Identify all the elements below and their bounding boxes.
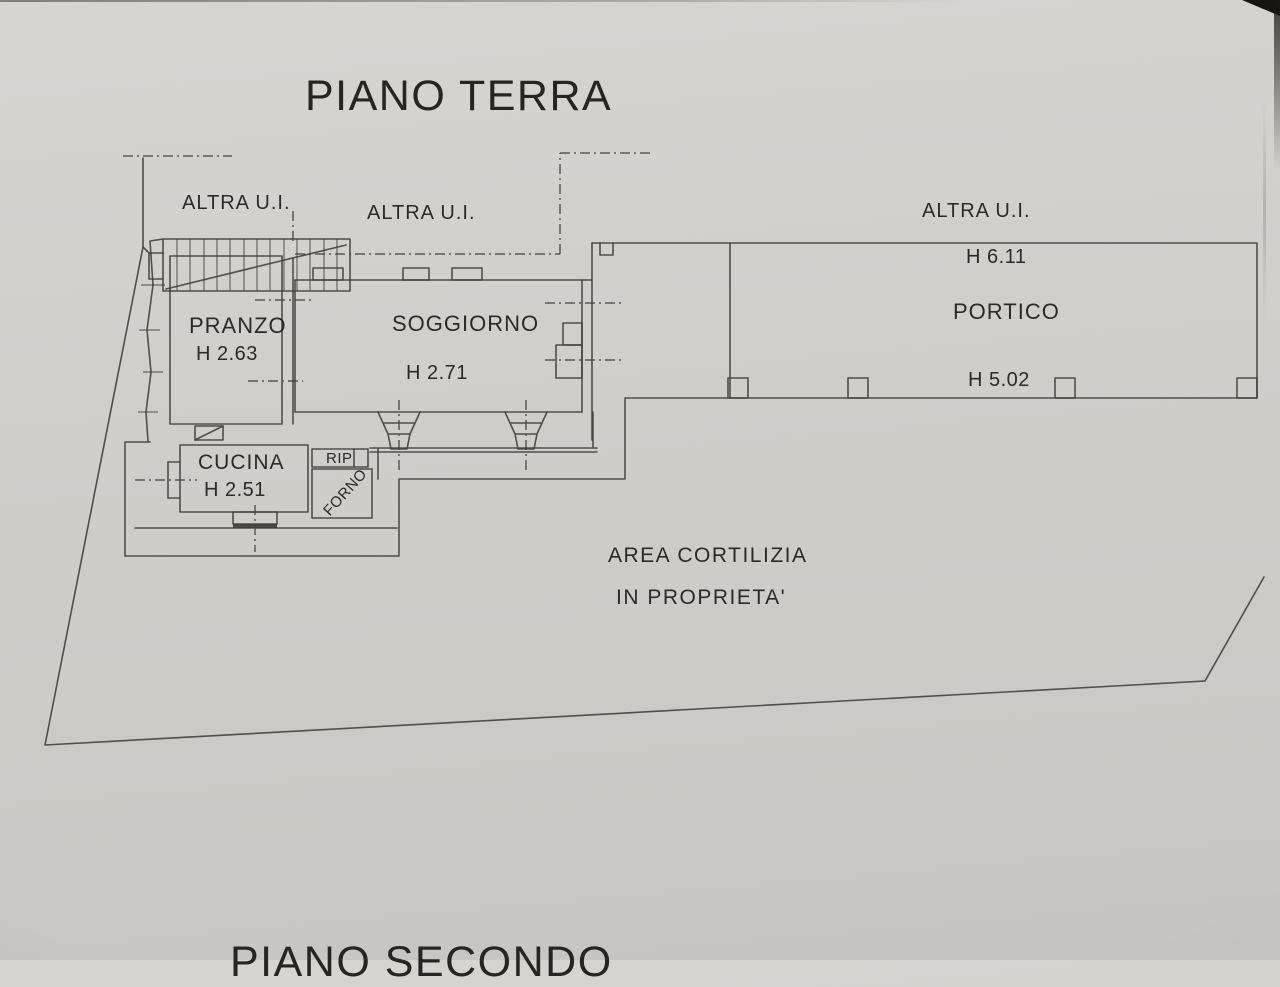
property-boundary — [44, 157, 1265, 746]
courtyard-label-line1: AREA CORTILIZIA — [608, 544, 808, 567]
portico-height-lower: H 5.02 — [968, 369, 1030, 391]
photo-edge-right — [1274, 0, 1280, 170]
staircase — [142, 238, 351, 292]
room-label-rip: RIP — [326, 450, 353, 467]
pranzo-room — [169, 255, 312, 441]
room-height-pranzo: H 2.63 — [196, 343, 258, 365]
room-height-cucina: H 2.51 — [204, 479, 266, 501]
photo-edge-corner — [1242, 0, 1280, 16]
soggiorno-room — [294, 242, 622, 441]
room-label-portico: PORTICO — [953, 299, 1060, 324]
room-label-soggiorno: SOGGIORNO — [392, 311, 540, 336]
room-label-pranzo: PRANZO — [189, 313, 287, 338]
photo-edge-top — [0, 0, 965, 2]
next-section-title: PIANO SECONDO — [230, 938, 613, 986]
portico-outline — [599, 242, 1258, 399]
cucina-room — [135, 444, 309, 552]
room-label-cucina: CUCINA — [198, 451, 285, 474]
courtyard-label-line2: IN PROPRIETA' — [616, 586, 787, 609]
room-height-soggiorno: H 2.71 — [406, 362, 468, 384]
zone-label-altra-ui-center: ALTRA U.I. — [367, 202, 476, 224]
zone-label-altra-ui-left: ALTRA U.I. — [182, 192, 291, 214]
rip-forno — [311, 448, 379, 519]
zone-label-altra-ui-right: ALTRA U.I. — [922, 200, 1031, 222]
page-title: PIANO TERRA — [305, 72, 613, 120]
entry-steps — [369, 400, 598, 470]
portico-height-upper: H 6.11 — [966, 246, 1027, 268]
zone-boundary-lines — [123, 152, 650, 255]
floorplan-drawing — [44, 152, 1265, 746]
paper-crease — [1263, 100, 1266, 320]
